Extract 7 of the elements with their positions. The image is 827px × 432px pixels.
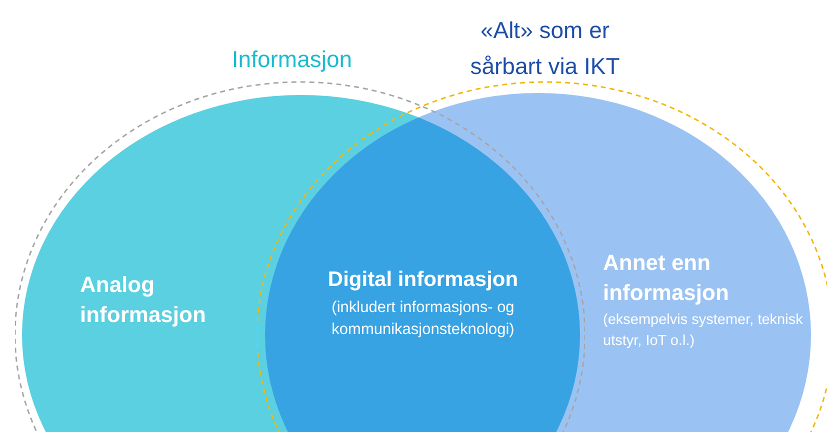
set-title: Informasjon [230,45,354,74]
set-heading: Annet enn informasjon [603,249,730,307]
set-description: (eksempelvis systemer, teknisk utstyr, IoT o.l.) [603,311,803,351]
set-description: (inkludert informasjons- og kommunikasjonsteknologi) [330,298,516,340]
set-title: «Alt» som er sårbart via IKT [469,16,621,81]
set-heading: Analog informasjon [80,271,207,329]
set-heading: Digital informasjon [326,267,520,293]
